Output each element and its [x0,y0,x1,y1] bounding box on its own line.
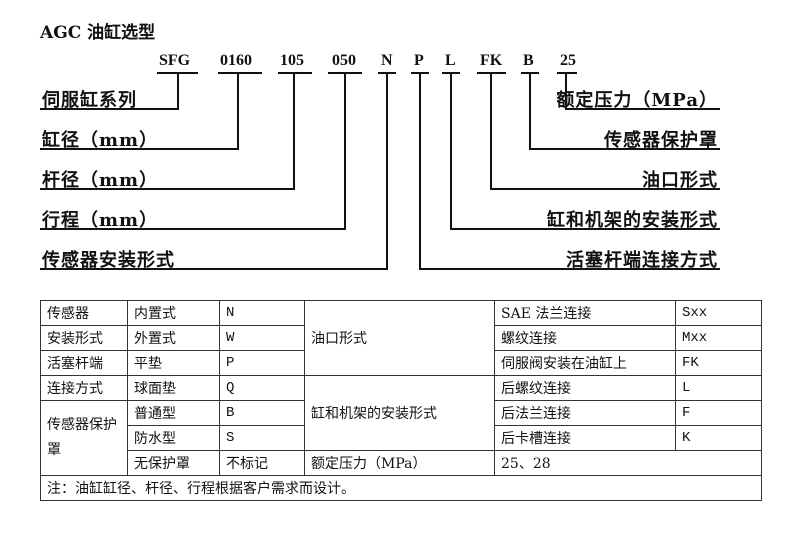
label-stroke: 行程（mm） [42,210,159,231]
table-cell: 球面垫 [127,375,220,401]
table-row: 连接方式 球面垫 Q 缸和机架的安装形式 后螺纹连接 L [40,375,762,451]
table-row: 注：油缸缸径、杆径、行程根据客户需求而设计。 [40,475,762,501]
table-cell: FK [675,350,762,376]
code-rod-end: P [414,52,424,69]
table-row: 传感器保护罩 普通型 B 后法兰连接 F [40,400,762,476]
label-cylinder-mount: 缸和机架的安装形式 [547,210,718,231]
table-cell: 油口形式 [304,300,495,376]
table-cell: 活塞杆端 [40,350,128,376]
line-pressure [565,73,720,110]
table-cell: B [219,400,305,426]
table-cell: 平垫 [127,350,220,376]
table-cell: 防水型 [127,425,220,451]
line-sensor-mount [40,73,388,270]
table-cell: 螺纹连接 [494,325,676,351]
label-sensor-mount: 传感器安装形式 [42,250,175,271]
table-cell: 普通型 [127,400,220,426]
label-bore: 缸径（mm） [42,130,159,151]
code-sensor-mount: N [381,52,393,69]
line-series [40,73,179,110]
label-sensor-cover: 传感器保护罩 [604,130,718,151]
code-port: FK [480,52,503,69]
label-rod-end: 活塞杆端连接方式 [566,250,718,271]
table-cell: N [219,300,305,326]
code-series: SFG [159,52,191,69]
table-cell: L [675,375,762,401]
table-cell: 25、28 [494,450,762,476]
label-rod: 杆径（mm） [42,170,159,191]
table-cell: P [219,350,305,376]
table-cell: 后法兰连接 [494,400,676,426]
line-sensor-cover [529,73,720,150]
table-cell: 无保护罩 [127,450,220,476]
table-cell: 缸和机架的安装形式 [304,375,495,451]
table-cell: 安装形式 [40,325,128,351]
table-cell: Mxx [675,325,762,351]
code-rod: 105 [280,52,304,69]
table-note: 注：油缸缸径、杆径、行程根据客户需求而设计。 [40,475,762,501]
table-cell: S [219,425,305,451]
table-cell: F [675,400,762,426]
table-cell: 内置式 [127,300,220,326]
table-row: 防水型 S 后卡槽连接 K [41,425,762,451]
code-cylinder-mount: L [445,52,456,69]
table-cell: 连接方式 [40,375,128,401]
table-cell: 伺服阀安装在油缸上 [494,350,676,376]
table-cell: 后螺纹连接 [494,375,676,401]
table-cell: W [219,325,305,351]
label-pressure: 额定压力（MPa） [556,90,718,111]
line-stroke [40,73,346,230]
table-cell: 后卡槽连接 [494,425,676,451]
code-bore: 0160 [220,52,252,69]
page-title: AGC 油缸选型 [40,23,156,43]
connector-lines [40,72,720,270]
line-bore [40,73,239,150]
code-pressure: 25 [560,52,576,69]
table-cell: 不标记 [219,450,305,476]
table-cell: K [675,425,762,451]
table-cell: Sxx [675,300,762,326]
line-rod [40,73,295,190]
table-cell: 传感器 [40,300,128,326]
table-row: 传感器 内置式 N 油口形式 SAE 法兰连接 Sxx [40,300,762,376]
spec-table: 传感器 内置式 N 油口形式 SAE 法兰连接 Sxx 安装形式 外置式 W 螺… [40,300,762,501]
table-cell: 传感器保护罩 [40,400,128,476]
table-cell: 外置式 [127,325,220,351]
code-sensor-cover: B [523,52,534,69]
table-cell: SAE 法兰连接 [494,300,676,326]
table-cell: 额定压力（MPa） [304,450,495,476]
line-cylinder-mount [450,73,720,230]
label-series: 伺服缸系列 [42,90,137,111]
code-stroke: 050 [332,52,356,69]
line-port [490,73,720,190]
table-row: 无保护罩 不标记 额定压力（MPa） 25、28 [41,450,762,476]
table-cell: Q [219,375,305,401]
label-port: 油口形式 [642,170,718,191]
line-rod-end [419,73,720,270]
